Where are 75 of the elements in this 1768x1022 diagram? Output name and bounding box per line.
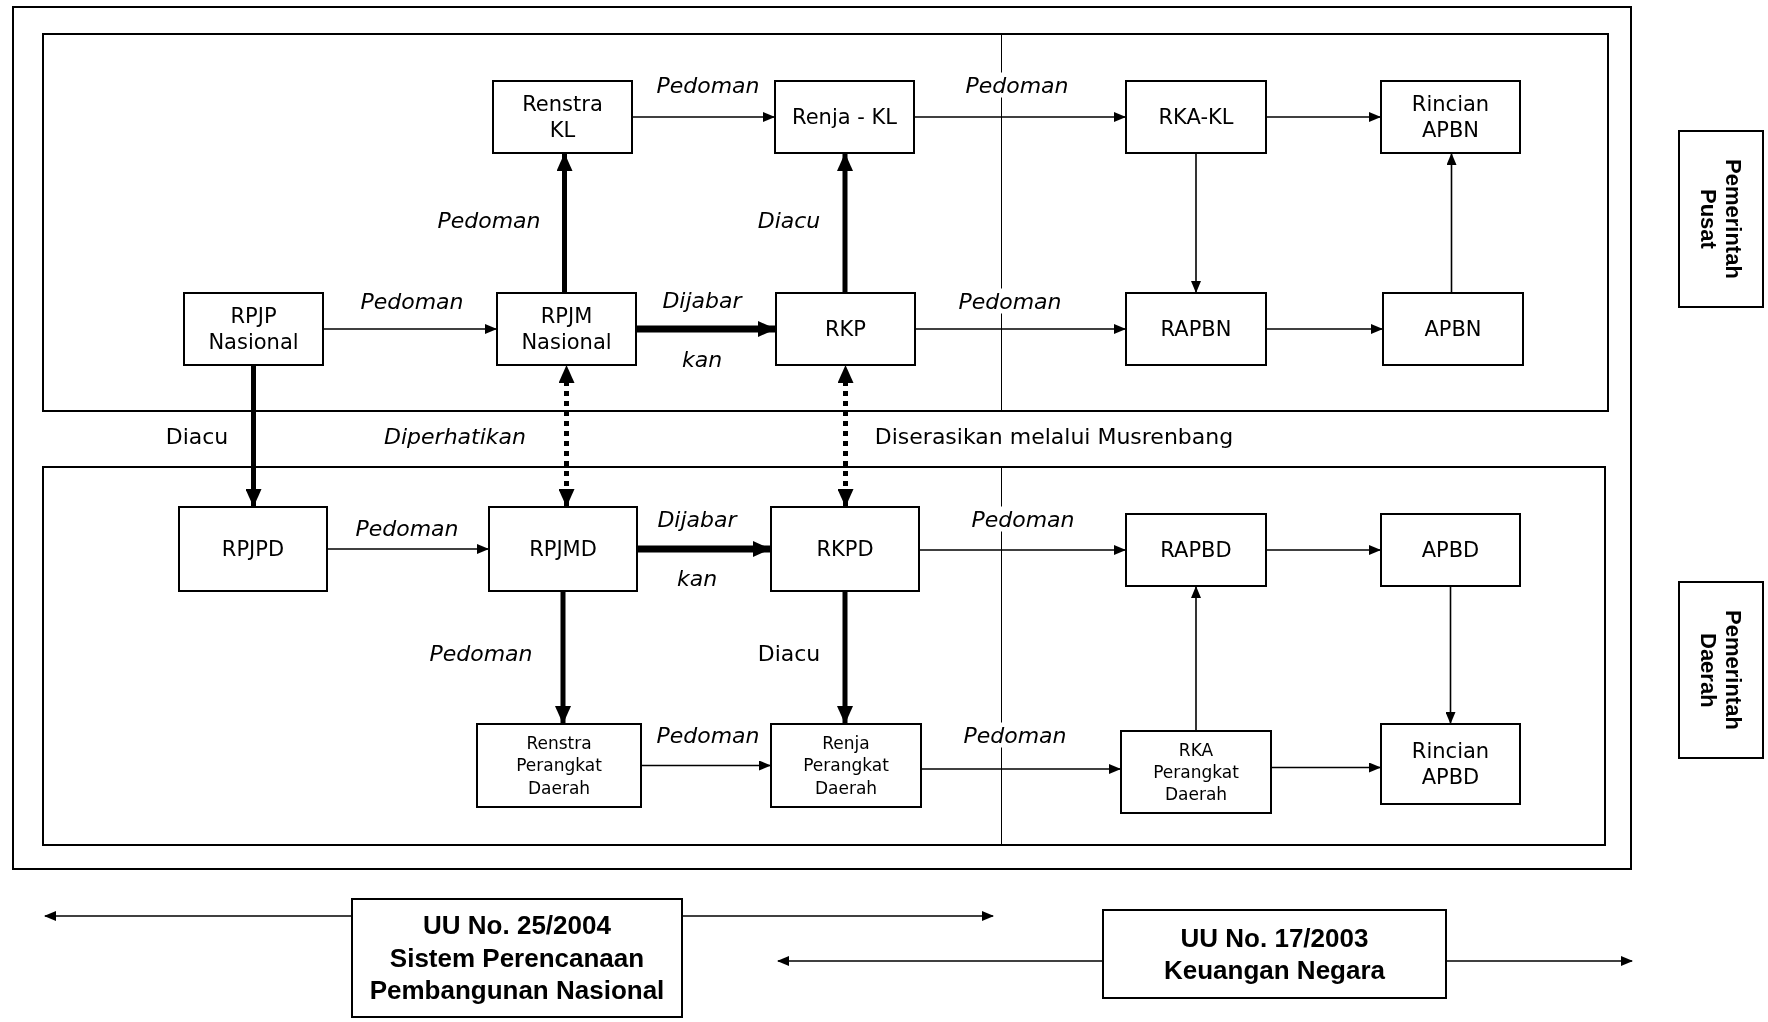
arrow <box>1446 153 1457 293</box>
node-text: Pemerintah Daerah <box>1695 609 1747 732</box>
node-text: APBD <box>1421 536 1480 564</box>
process-box <box>1125 292 1267 366</box>
node-text: Sistem Perencanaan Pembangunan Nasional <box>368 941 666 1007</box>
arrow <box>919 545 1126 555</box>
arrow <box>1266 545 1381 555</box>
arrow <box>777 956 1103 966</box>
law-box <box>1102 909 1447 999</box>
arrow <box>682 911 994 921</box>
node-text: Pemerintah Pusat <box>1695 158 1747 281</box>
node-text: RKPD <box>816 535 874 563</box>
arrow <box>555 592 571 724</box>
process-box <box>1120 730 1272 814</box>
law-box <box>351 898 683 1018</box>
process-box <box>1125 513 1267 587</box>
node-text: UU No. 25/2004 <box>423 909 611 942</box>
node-text: RKA Perangkat Daerah <box>1152 738 1240 806</box>
arrow <box>921 764 1121 774</box>
process-box <box>183 292 324 366</box>
process-box <box>770 723 922 808</box>
node-text: RAPBD <box>1160 536 1232 564</box>
arrow <box>1191 153 1201 293</box>
arrow <box>1266 112 1381 122</box>
process-box <box>1380 80 1521 154</box>
arrow <box>1191 586 1201 731</box>
process-box <box>1125 80 1267 154</box>
arrow <box>245 366 262 507</box>
process-box <box>476 723 642 808</box>
process-box <box>1380 513 1521 587</box>
arrow <box>327 544 489 554</box>
node-text: RPJPD <box>221 535 285 563</box>
arrow <box>638 541 771 557</box>
process-box <box>496 292 637 366</box>
arrow <box>556 153 573 292</box>
process-box <box>1380 723 1521 805</box>
arrow <box>837 365 854 507</box>
node-text: RKP <box>825 315 866 343</box>
arrow <box>323 324 497 334</box>
node-text: RPJMD <box>529 535 597 563</box>
node-text: Keuangan Negara <box>1163 954 1386 987</box>
process-box <box>770 506 920 592</box>
process-box <box>1382 292 1524 366</box>
arrow <box>1445 586 1456 724</box>
arrow <box>1271 762 1381 773</box>
arrow <box>44 911 352 921</box>
arrow <box>915 324 1126 334</box>
arrow <box>1266 324 1383 334</box>
node-text: APBN <box>1424 315 1482 343</box>
node-text: Renja - KL <box>792 103 897 131</box>
arrow <box>637 321 776 337</box>
process-box <box>774 80 915 154</box>
node-text: Renstra Perangkat Daerah <box>515 732 603 799</box>
arrow <box>837 153 853 292</box>
process-box <box>178 506 328 592</box>
node-text: Rincian APBN <box>1410 90 1491 144</box>
process-box <box>492 80 633 154</box>
arrow <box>558 365 575 507</box>
node-text: Rincian APBD <box>1410 737 1491 791</box>
arrow <box>632 112 775 122</box>
node-text: Renstra KL <box>521 90 604 144</box>
process-box <box>775 292 916 366</box>
node-text: RPJM Nasional <box>520 302 613 356</box>
arrow <box>914 112 1126 122</box>
node-text: UU No. 17/2003 <box>1180 921 1369 954</box>
region-tag <box>1678 130 1764 308</box>
arrow <box>837 592 853 724</box>
region-tag <box>1678 581 1764 759</box>
node-text: Renja Perangkat Daerah <box>802 732 890 799</box>
arrow <box>641 760 771 771</box>
node-text: RAPBN <box>1160 315 1232 343</box>
node-text: RKA-KL <box>1158 103 1234 131</box>
node-text: RPJP Nasional <box>207 302 300 356</box>
process-box <box>488 506 638 592</box>
arrow <box>1446 956 1633 966</box>
